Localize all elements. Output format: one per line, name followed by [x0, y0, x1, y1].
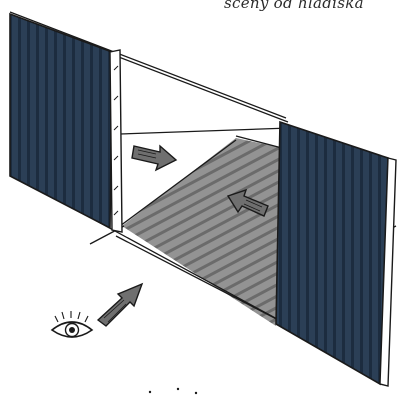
eye-icon	[52, 311, 92, 337]
right-curtain	[276, 122, 396, 386]
stage-floor	[122, 138, 282, 326]
arrow-up-right-icon	[98, 284, 142, 326]
left-curtain	[10, 14, 122, 232]
sketch-caption: sceny od hladiska	[224, 0, 364, 12]
arrow-right-icon	[132, 146, 176, 170]
pen-marks	[149, 388, 197, 394]
